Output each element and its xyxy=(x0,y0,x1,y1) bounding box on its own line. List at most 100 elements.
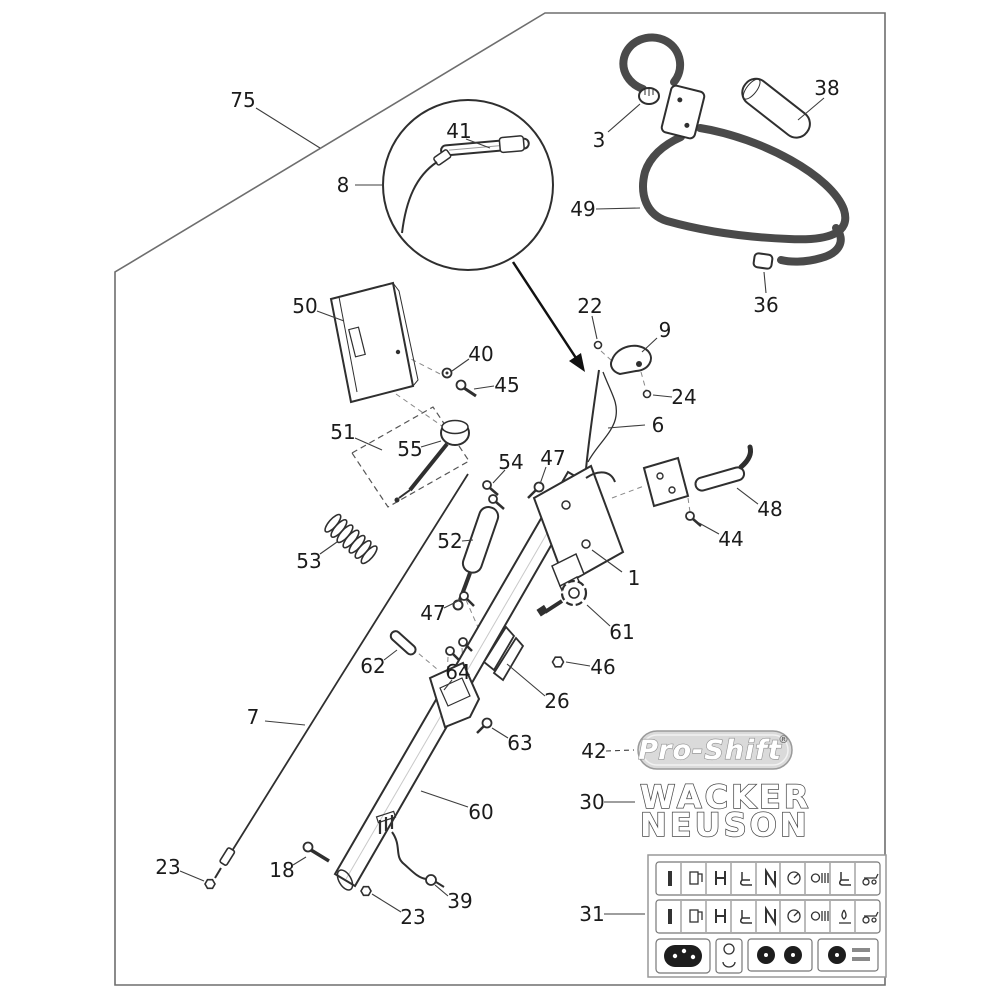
registered-mark: ® xyxy=(778,733,789,746)
callout-41-1: 41 xyxy=(446,119,471,143)
leader-line-50-7 xyxy=(316,310,345,322)
callout-48-20: 48 xyxy=(757,497,782,521)
handle-bail-49 xyxy=(619,33,850,266)
callout-75-0: 75 xyxy=(230,88,255,112)
callout-63-30: 63 xyxy=(507,731,532,755)
leader-line-47-17 xyxy=(539,466,547,485)
washer-40 xyxy=(441,367,453,379)
leader-line-61-23 xyxy=(586,604,611,627)
callout-22-8: 22 xyxy=(577,294,602,318)
leader-line-75-0 xyxy=(255,107,321,149)
handle-plate xyxy=(660,84,706,140)
callout-3-3: 3 xyxy=(593,128,606,152)
callout-53-18: 53 xyxy=(296,549,321,573)
leader-line-26-28 xyxy=(506,663,546,697)
leader-line-1-22 xyxy=(591,549,623,573)
leader-line-53-18 xyxy=(319,541,338,555)
proshift-label: Pro-Shift xyxy=(638,735,782,766)
callout-1-22: 1 xyxy=(628,566,641,590)
leader-line-60-32 xyxy=(420,790,469,808)
callout-31-38: 31 xyxy=(579,902,604,926)
panel-51 xyxy=(351,406,470,508)
callout-39-37: 39 xyxy=(447,889,472,913)
callout-7-29: 7 xyxy=(247,705,260,729)
leader-line-23-35 xyxy=(179,870,205,882)
harness-39 xyxy=(375,810,445,888)
leader-line-6-11 xyxy=(607,424,646,429)
leader-line-36-6 xyxy=(763,271,767,294)
bolt-47-upper xyxy=(527,481,545,499)
leader-line-48-20 xyxy=(736,487,759,505)
leader-line-9-9 xyxy=(641,337,658,353)
nut-46 xyxy=(551,656,565,668)
callout-47-24: 47 xyxy=(420,601,445,625)
leader-line-3-3 xyxy=(607,103,641,133)
leader-line-44-21 xyxy=(698,522,720,535)
cover-50 xyxy=(329,281,419,404)
callout-40-12: 40 xyxy=(468,342,493,366)
leader-line-46-25 xyxy=(565,661,591,667)
leader-line-51-14 xyxy=(354,437,383,451)
callout-18-34: 18 xyxy=(269,858,294,882)
callout-62-26: 62 xyxy=(360,654,385,678)
callout-51-14: 51 xyxy=(330,420,355,444)
callout-23-36: 23 xyxy=(400,905,425,929)
clamp-26 xyxy=(482,625,525,682)
callout-61-23: 61 xyxy=(609,620,634,644)
leader-line-41-1 xyxy=(465,138,491,149)
page-border xyxy=(114,12,886,986)
leader-line-18-34 xyxy=(292,856,307,866)
callout-49-5: 49 xyxy=(570,197,595,221)
leader-line-38-4 xyxy=(797,97,825,121)
cable-6 xyxy=(585,369,618,470)
leader-line-54-16 xyxy=(492,469,506,484)
leader-line-52-19 xyxy=(461,539,474,542)
callout-24-10: 24 xyxy=(671,385,696,409)
screw-44 xyxy=(685,511,702,527)
decal-sheet-31 xyxy=(647,854,887,978)
leader-line-55-15 xyxy=(420,440,442,448)
lever-55 xyxy=(394,419,470,503)
lever-9 xyxy=(610,344,652,376)
callout-38-4: 38 xyxy=(814,76,839,100)
detail-arrow xyxy=(511,261,585,372)
leader-line-40-12 xyxy=(451,358,470,372)
callout-42-31: 42 xyxy=(581,739,606,763)
callout-52-19: 52 xyxy=(437,529,462,553)
knob-3 xyxy=(638,87,660,105)
spring-53 xyxy=(324,513,378,565)
leader-line-23-36 xyxy=(371,893,402,913)
callout-30-33: 30 xyxy=(579,790,604,814)
wacker-line1: WACKER xyxy=(640,778,811,816)
nut-23-left xyxy=(204,878,216,890)
nut-24 xyxy=(642,389,652,399)
screws-54 xyxy=(482,480,505,510)
callout-55-15: 55 xyxy=(397,437,422,461)
callout-26-28: 26 xyxy=(544,689,569,713)
lever-48 xyxy=(694,444,753,492)
detail-circle xyxy=(382,99,554,271)
pin-62 xyxy=(389,630,417,656)
leader-line-47-24 xyxy=(443,599,461,609)
callout-50-7: 50 xyxy=(292,294,317,318)
screw-45 xyxy=(455,379,477,398)
callout-54-16: 54 xyxy=(498,450,523,474)
leader-line-7-29 xyxy=(264,720,306,726)
bracket-right xyxy=(642,456,690,508)
assembly-dashed-lines xyxy=(395,350,691,678)
leader-line-49-5 xyxy=(595,207,641,210)
wacker-neuson-logo: WACKER NEUSON xyxy=(639,777,811,845)
bolt-63 xyxy=(476,717,493,734)
cable-7 xyxy=(214,473,469,879)
cap-36 xyxy=(752,252,774,270)
grip-38 xyxy=(741,77,811,139)
callout-46-25: 46 xyxy=(590,655,615,679)
leader-line-24-10 xyxy=(652,394,673,398)
callout-36-6: 36 xyxy=(753,293,778,317)
leader-line-63-30 xyxy=(491,727,509,739)
callout-9-9: 9 xyxy=(659,318,672,342)
proshift-badge: Pro-Shift ® xyxy=(637,730,793,770)
